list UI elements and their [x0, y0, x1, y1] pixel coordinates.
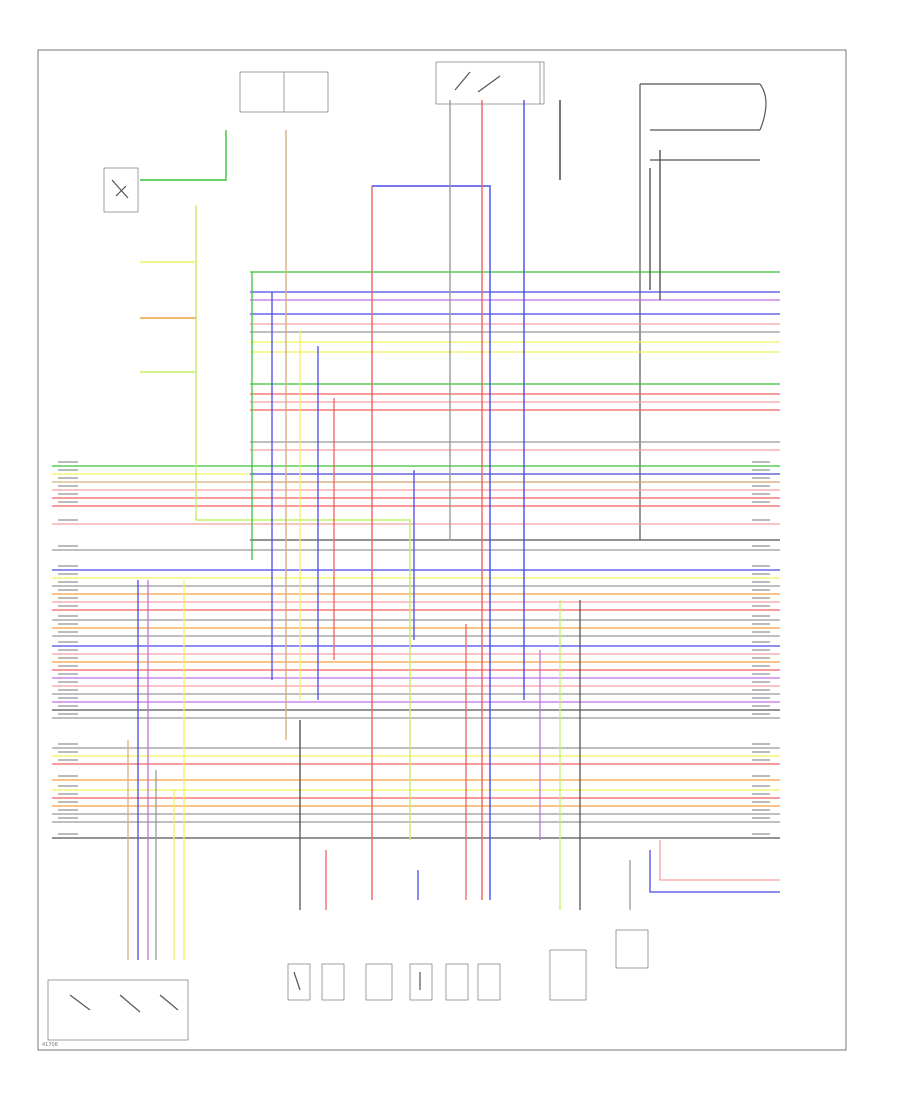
label-mark — [58, 785, 78, 787]
label-mark — [752, 793, 770, 795]
bottom-left-switch — [47, 979, 189, 1041]
label-mark — [58, 573, 78, 575]
label-mark — [58, 665, 78, 667]
label-mark — [58, 461, 78, 463]
label-mark — [58, 641, 78, 643]
label-mark — [752, 809, 770, 811]
label-mark — [752, 681, 770, 683]
bottom-sensor-6 — [477, 963, 501, 1001]
label-mark — [58, 469, 78, 471]
label-mark — [58, 631, 78, 633]
bottom-sensor-2 — [321, 963, 345, 1001]
label-mark — [752, 775, 770, 777]
label-mark — [58, 809, 78, 811]
label-mark — [58, 519, 78, 521]
label-mark — [58, 589, 78, 591]
label-mark — [752, 501, 770, 503]
label-mark — [58, 689, 78, 691]
wire-55 — [140, 130, 227, 181]
label-mark — [752, 477, 770, 479]
label-mark — [58, 597, 78, 599]
label-mark — [752, 493, 770, 495]
label-mark — [58, 833, 78, 835]
label-mark — [752, 665, 770, 667]
label-mark — [752, 801, 770, 803]
label-mark — [752, 469, 770, 471]
label-mark — [752, 817, 770, 819]
wire-56 — [195, 205, 411, 840]
label-mark — [752, 605, 770, 607]
label-mark — [752, 589, 770, 591]
label-mark — [58, 657, 78, 659]
label-mark — [58, 649, 78, 651]
top-fuse-block — [239, 71, 329, 113]
bottom-sensor-7 — [549, 949, 587, 1001]
label-mark — [58, 743, 78, 745]
wire-62 — [372, 185, 491, 900]
label-mark — [58, 775, 78, 777]
top-left-switch — [103, 167, 139, 213]
label-mark — [58, 623, 78, 625]
footer-code: 41706 — [42, 1042, 58, 1048]
label-mark — [58, 751, 78, 753]
label-mark — [58, 801, 78, 803]
label-mark — [752, 631, 770, 633]
label-mark — [58, 681, 78, 683]
label-mark — [58, 705, 78, 707]
label-mark — [58, 493, 78, 495]
label-mark — [58, 759, 78, 761]
bottom-sensor-3 — [365, 963, 393, 1001]
label-mark — [752, 673, 770, 675]
label-mark — [752, 689, 770, 691]
label-mark — [752, 657, 770, 659]
wire-78 — [659, 840, 780, 881]
bottom-sensor-8 — [615, 929, 649, 969]
label-mark — [752, 713, 770, 715]
diagram-frame — [37, 49, 847, 1051]
label-mark — [58, 673, 78, 675]
wire-group — [52, 100, 780, 960]
label-mark — [58, 615, 78, 617]
label-mark — [58, 501, 78, 503]
label-mark — [58, 697, 78, 699]
label-mark — [58, 545, 78, 547]
bottom-sensor-5 — [445, 963, 469, 1001]
label-mark — [752, 705, 770, 707]
label-mark — [752, 597, 770, 599]
label-mark — [752, 545, 770, 547]
label-mark — [752, 623, 770, 625]
label-mark — [752, 759, 770, 761]
label-mark — [752, 751, 770, 753]
label-mark — [752, 581, 770, 583]
bottom-sensor-4 — [409, 963, 433, 1001]
label-mark — [752, 615, 770, 617]
right-top-connector — [639, 83, 767, 540]
wire-79 — [649, 850, 780, 893]
label-mark — [58, 581, 78, 583]
top-relay-component — [435, 61, 545, 105]
bottom-sensor-1 — [287, 963, 311, 1001]
label-mark — [58, 713, 78, 715]
label-mark — [58, 565, 78, 567]
label-mark — [752, 833, 770, 835]
label-mark — [58, 477, 78, 479]
label-mark — [58, 793, 78, 795]
label-mark — [752, 649, 770, 651]
label-mark — [58, 817, 78, 819]
label-mark — [752, 743, 770, 745]
label-mark — [752, 641, 770, 643]
label-mark — [752, 461, 770, 463]
label-ticks — [58, 461, 770, 835]
label-mark — [752, 519, 770, 521]
label-mark — [752, 565, 770, 567]
label-mark — [58, 485, 78, 487]
label-mark — [752, 697, 770, 699]
label-mark — [752, 485, 770, 487]
label-mark — [58, 605, 78, 607]
label-mark — [752, 785, 770, 787]
label-mark — [752, 573, 770, 575]
